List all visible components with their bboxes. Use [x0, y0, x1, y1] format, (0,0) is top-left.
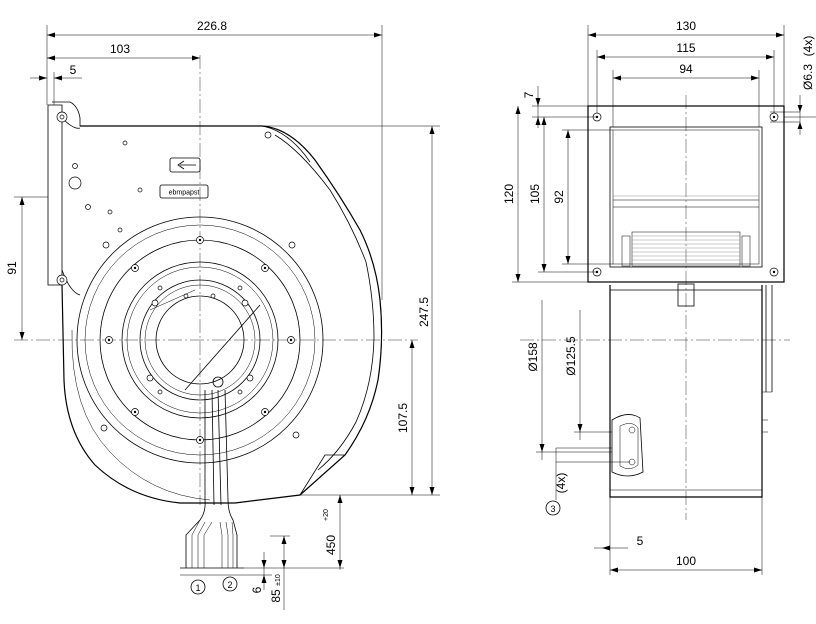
front-view: ebmpapst 1 2 — [5, 19, 440, 610]
dim-center-to-edge-text: 103 — [110, 42, 130, 56]
dim-body-depth-text: 100 — [676, 554, 696, 568]
dim-cable-length: 450 +20 — [244, 495, 344, 570]
dim-lead-length: 85 ±10 — [269, 535, 290, 610]
dim-vertical-hole-spacing-text: 105 — [528, 184, 542, 204]
dim-diameter-inner-text: Ø125.5 — [564, 336, 578, 376]
outer-ring-inner-edge — [84, 224, 316, 456]
dim-outlet-height-text: 92 — [552, 190, 566, 204]
dim-overall-height: 247.5 — [262, 125, 440, 496]
dim-mount-height: 91 — [5, 196, 48, 340]
dim-diameter-housing: Ø158 — [526, 300, 612, 460]
housing-body — [609, 283, 773, 498]
airflow-arrow — [169, 157, 201, 173]
dim-hole-edge-offset-text: 7 — [522, 91, 536, 98]
dim-outlet-height: 92 — [552, 129, 613, 265]
dim-strip-length: 6 — [244, 552, 272, 593]
dim-hole-count-text: (4x) — [801, 36, 815, 57]
scroll-housing — [61, 125, 383, 504]
motor-hub — [139, 279, 261, 401]
screw-marker-text: 3 — [550, 504, 555, 514]
dim-overall-width: 226.8 — [46, 19, 383, 300]
dim-cable-length-text: 450 — [324, 535, 338, 555]
ring-bolt-holes — [100, 236, 300, 444]
side-view: 130 115 94 Ø6.3 (4x) — [502, 19, 816, 575]
dim-strip-length-text: 6 — [250, 586, 264, 593]
brand-label-text: ebmpapst — [169, 190, 200, 197]
dim-outlet-width: 94 — [612, 62, 760, 127]
dim-center-to-edge: 103 — [47, 42, 200, 61]
dim-hole-diameter: Ø6.3 (4x) — [770, 36, 816, 135]
cable-marker-1: 1 — [190, 579, 206, 595]
brand-label: ebmpapst — [159, 184, 209, 199]
motor-flange — [121, 261, 279, 419]
dim-hole-spacing: 115 — [596, 41, 775, 113]
motor-flange-inner — [126, 266, 274, 414]
dim-outlet-width-text: 94 — [679, 62, 693, 76]
cable-marker-1-label: 1 — [195, 583, 200, 593]
motor-hub-inner — [144, 284, 256, 396]
screw-count-text: (4x) — [554, 473, 568, 494]
cable-assembly — [180, 389, 244, 576]
dim-overall-width-text: 226.8 — [197, 19, 227, 33]
motor-label-line — [184, 304, 261, 391]
cable-marker-2-label: 2 — [227, 580, 232, 590]
motor-cap — [155, 295, 245, 385]
dim-flange-width-text: 130 — [676, 19, 696, 33]
outer-ring — [76, 216, 324, 464]
dim-lead-length-tol: ±10 — [275, 574, 282, 586]
cable-grommet — [611, 414, 644, 477]
dim-cable-length-tol: +20 — [323, 509, 330, 521]
screw-callout: 3 (4x) — [545, 447, 630, 516]
cable-marker-2: 2 — [222, 576, 238, 592]
flange-holes — [56, 111, 272, 286]
dim-hole-edge-offset: 7 — [522, 86, 597, 128]
dim-flange-offset-text: 5 — [70, 63, 77, 77]
dim-vertical-hole-spacing: 105 — [528, 117, 597, 273]
mounting-flange — [47, 101, 311, 296]
dim-hole-spacing-text: 115 — [676, 41, 695, 55]
impeller-blades — [621, 231, 751, 267]
dim-flange-height: 120 — [502, 106, 588, 283]
dim-body-offset-text: 5 — [637, 534, 644, 548]
dim-center-to-bottom-text: 107.5 — [396, 403, 410, 433]
dim-body-depth: 100 — [610, 497, 763, 575]
dim-flange-offset: 5 — [30, 63, 82, 105]
dim-flange-width: 130 — [587, 19, 785, 106]
dim-hole-diameter-text: Ø6.3 — [801, 64, 815, 90]
dim-overall-height-text: 247.5 — [417, 297, 431, 327]
dim-center-to-bottom: 107.5 — [396, 340, 415, 495]
dim-diameter-inner: Ø125.5 — [564, 310, 612, 440]
dim-body-offset: 5 — [594, 497, 644, 575]
dim-mount-height-text: 91 — [5, 261, 19, 275]
motor-holes — [146, 285, 254, 395]
dim-lead-length-text: 85 — [269, 589, 283, 603]
dim-flange-height-text: 120 — [502, 184, 516, 204]
dim-diameter-housing-text: Ø158 — [526, 342, 540, 372]
